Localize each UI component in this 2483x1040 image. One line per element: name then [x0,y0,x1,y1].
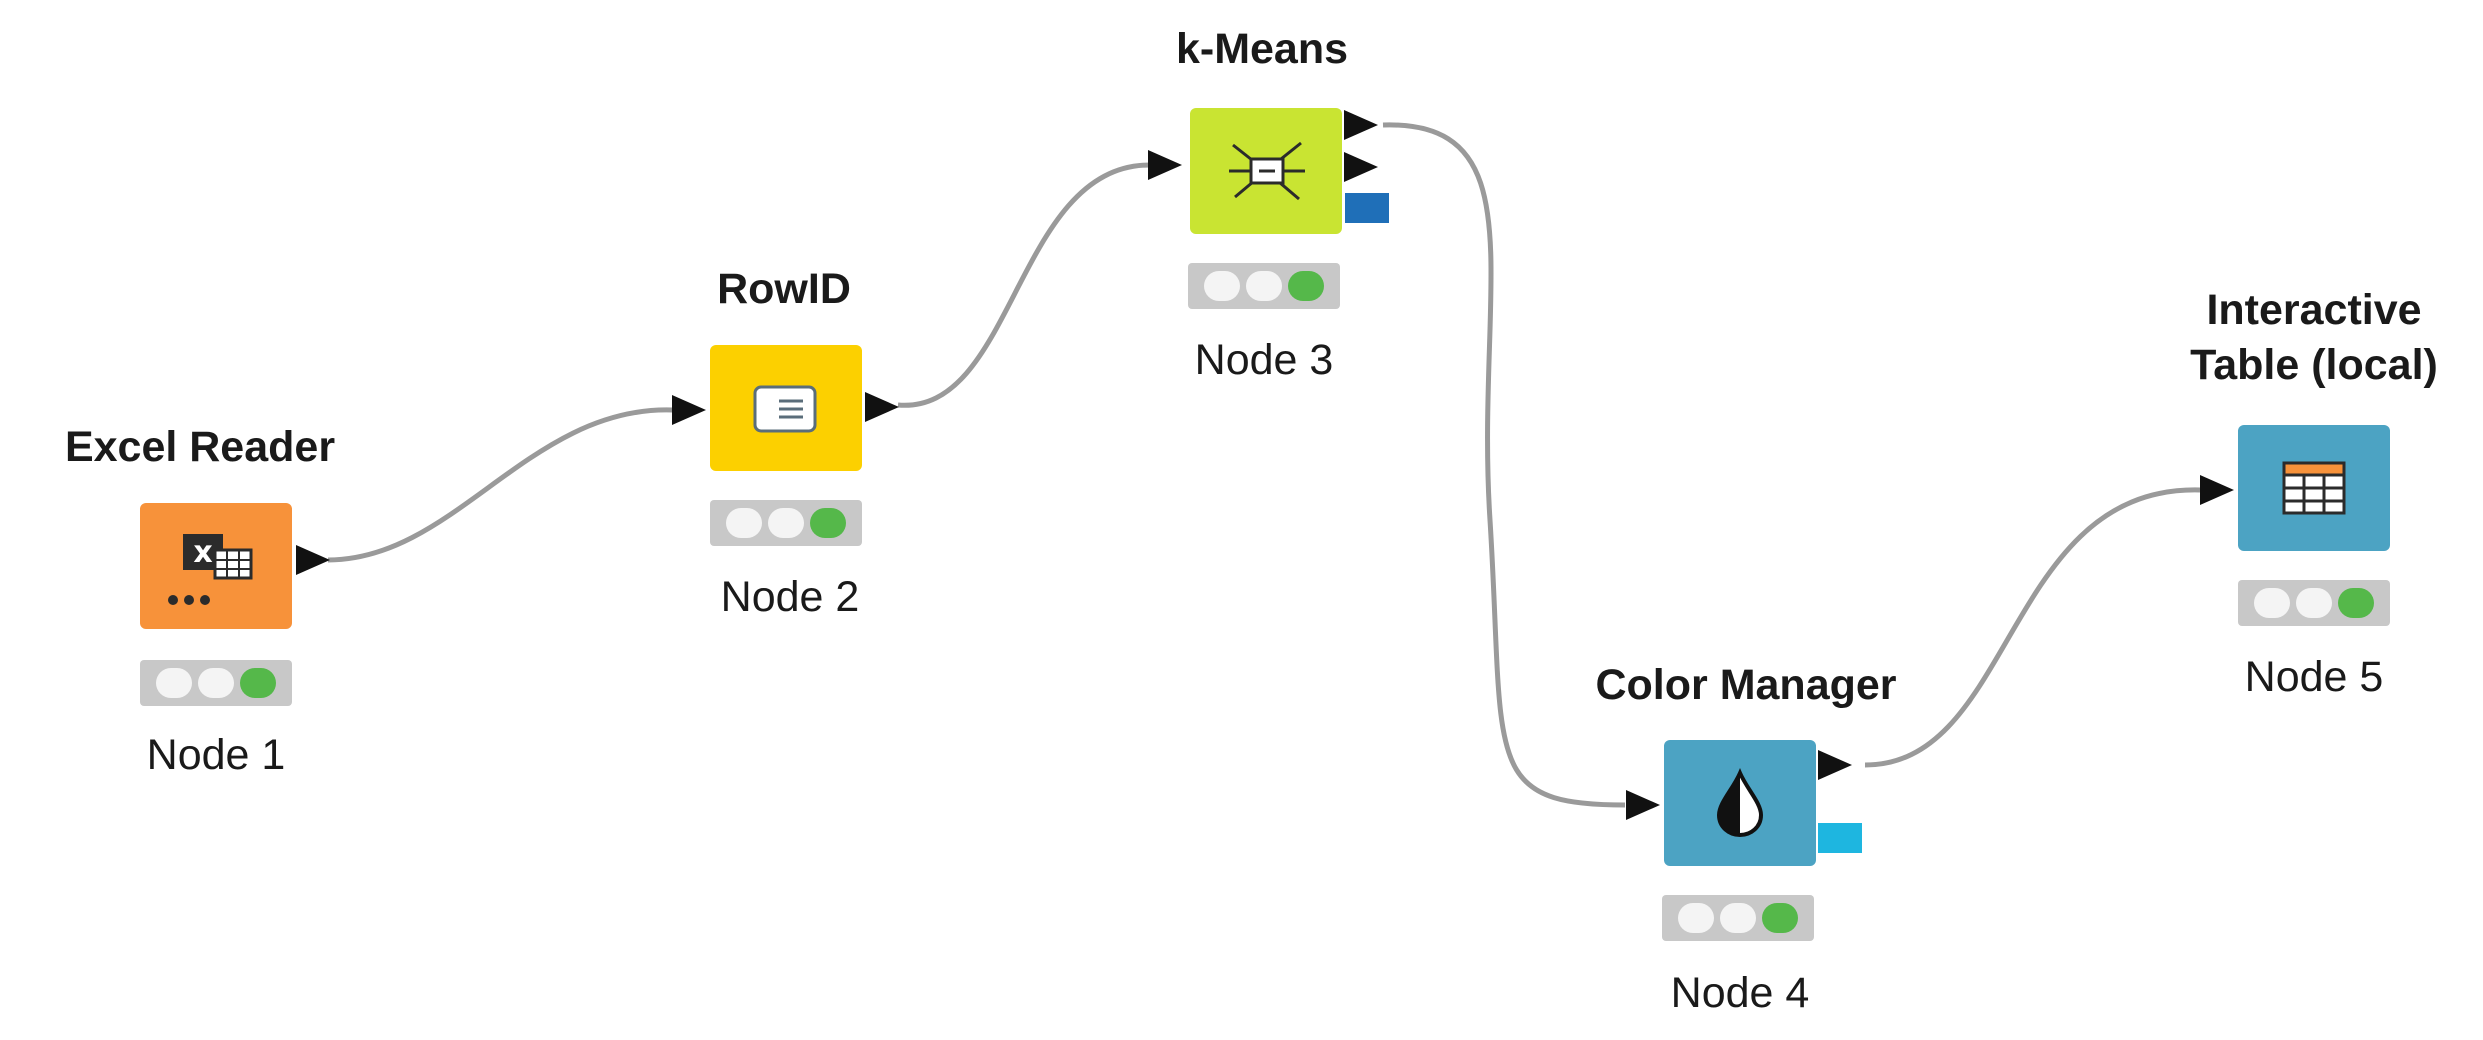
status-light-off [198,668,234,698]
color-model-output-port[interactable] [1818,823,1862,853]
status-light-off [1678,903,1714,933]
node-box[interactable] [1190,108,1342,234]
status-light-green [2338,588,2374,618]
node-title: k-Means [1175,25,1349,73]
output-port[interactable] [865,392,899,422]
status-light-off [1246,271,1282,301]
status-light-off [1720,903,1756,933]
node-label[interactable]: Node 5 [2244,653,2384,701]
status-traffic-light [1188,263,1340,309]
status-traffic-light [2238,580,2390,626]
connection-node3-node4[interactable] [1382,122,1626,808]
rowid-icon [753,385,817,433]
excel-icon: x [168,534,253,605]
status-light-off [1204,271,1240,301]
output-port[interactable] [296,545,330,575]
kmeans-icon [1229,141,1305,201]
status-light-green [810,508,846,538]
output-port[interactable] [1344,152,1378,182]
input-port[interactable] [1626,790,1660,820]
node-title: Color Manager [1595,661,1897,709]
connection-node2-node3[interactable] [897,162,1151,408]
status-light-off [768,508,804,538]
node-title: Excel Reader [64,423,336,471]
input-port[interactable] [2200,475,2234,505]
status-light-off [2254,588,2290,618]
model-output-port[interactable] [1345,193,1389,223]
node-title: RowID [717,265,851,313]
table-icon [2282,461,2346,515]
input-port[interactable] [672,395,706,425]
status-light-off [156,668,192,698]
output-port[interactable] [1818,750,1852,780]
color-drop-icon [1716,768,1764,838]
svg-text:x: x [193,535,212,570]
connection-node4-node5[interactable] [1864,487,2201,768]
status-light-green [240,668,276,698]
node-label[interactable]: Node 3 [1194,336,1334,384]
node-box[interactable] [710,345,862,471]
node-box[interactable]: x [140,503,292,629]
node-label[interactable]: Node 2 [720,573,860,621]
output-port[interactable] [1344,110,1378,140]
status-traffic-light [140,660,292,706]
node-label[interactable]: Node 4 [1670,969,1810,1017]
node-box[interactable] [2238,425,2390,551]
status-traffic-light [710,500,862,546]
node-title: Interactive Table (local) [2190,286,2438,389]
status-light-off [726,508,762,538]
node-label[interactable]: Node 1 [146,731,286,779]
status-light-green [1762,903,1798,933]
status-traffic-light [1662,895,1814,941]
input-port[interactable] [1148,150,1182,180]
status-light-green [1288,271,1324,301]
status-light-off [2296,588,2332,618]
node-box[interactable] [1664,740,1816,866]
connection-node1-node2[interactable] [327,407,674,563]
